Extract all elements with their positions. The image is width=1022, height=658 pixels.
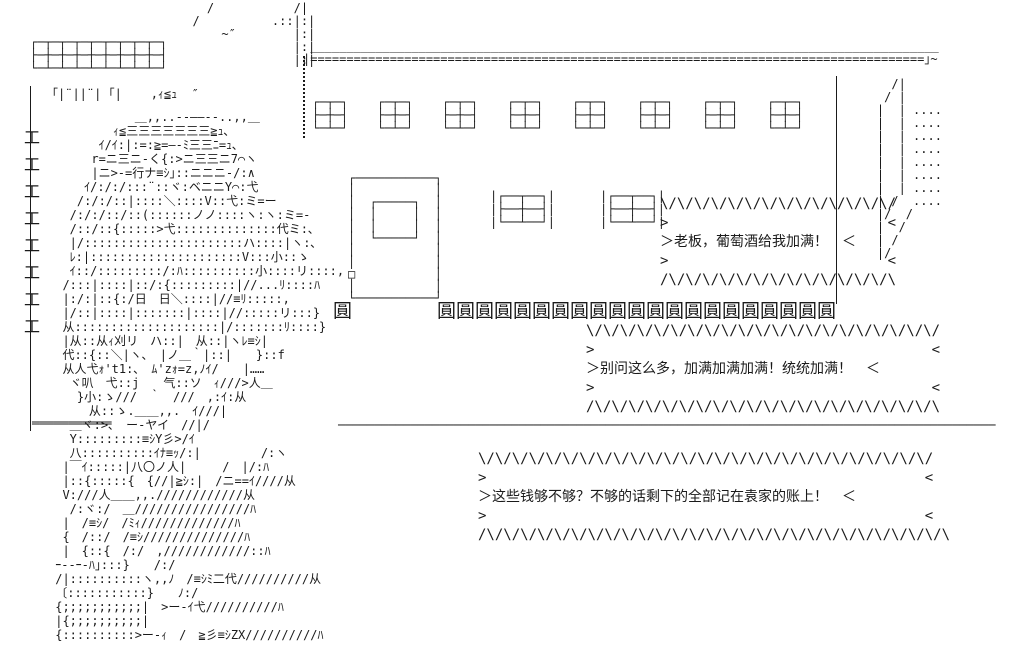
small-window-left-art: |┌──┬──┐| |├──┼──┤| |└──┴──┘|	[490, 189, 556, 229]
left-wall-edge-line	[30, 86, 31, 431]
single-circle-art: 圓	[333, 300, 353, 322]
speech-bubble-3: \/\/\/\/\/\/\/\/\/\/\/\/\/\/\/\/\/\/\/\/…	[478, 451, 951, 543]
ground-line-left: ═══════════	[32, 416, 112, 430]
small-window-right-art: |┌──┬──┐| |├──┼──┤| |└──┴──┘|	[600, 189, 666, 229]
rooftop-deco-art: / /| / .::|:| ~″ |:| |:| |:|	[192, 1, 316, 67]
tavern-windows-art: ┌─┬─┐ ┌─┬─┐ ┌─┬─┐ ┌─┬─┐ ┌─┬─┐ ┌─┬─┐ ┌─┬─…	[312, 95, 804, 135]
character-art: ＿,,..--――--..,,＿ ｨ≦三三三三三三三≧ｭ､ ｲ/ｲ:|:=:≧=…	[55, 110, 345, 642]
wall-top-art: ｢|¨||¨| ｢| ,ｨ≦ｭ ″	[52, 87, 199, 101]
building-right-edge-line	[836, 76, 837, 304]
tavern-door-art: ┌───────────┐ │ │ │ ┌─────┐ │ │ │ │ │ │ …	[348, 171, 442, 305]
building-left-edge-line	[303, 56, 305, 138]
tavern-roof-art: ________________________________________…	[303, 39, 939, 66]
tavern-right-pillar-art: /| / | | | .... | | .... | | .... | | ..…	[876, 77, 942, 260]
counter-circles-art: 圓圓圓圓圓圓圓圓圓圓圓圓圓圓圓圓圓圓圓圓圓	[437, 300, 837, 322]
left-wall-art: 工 工 工 工 工 工 工 工	[24, 128, 41, 336]
speech-bubble-2: \/\/\/\/\/\/\/\/\/\/\/\/\/\/\/\/\/\/\/\/…	[586, 323, 941, 415]
speech-bubble-1: \/\/\/\/\/\/\/\/\/\/\/\/\/\/ > < ＞老板，葡萄酒…	[660, 196, 897, 288]
ground-line-right: ────────────────────────────────────────…	[338, 418, 996, 432]
tiled-awning-art: ┌─┬─┬─┬─┬─┬─┬─┬─┬─┐ ├─┼─┼─┼─┼─┼─┼─┼─┼─┤ …	[30, 35, 168, 75]
